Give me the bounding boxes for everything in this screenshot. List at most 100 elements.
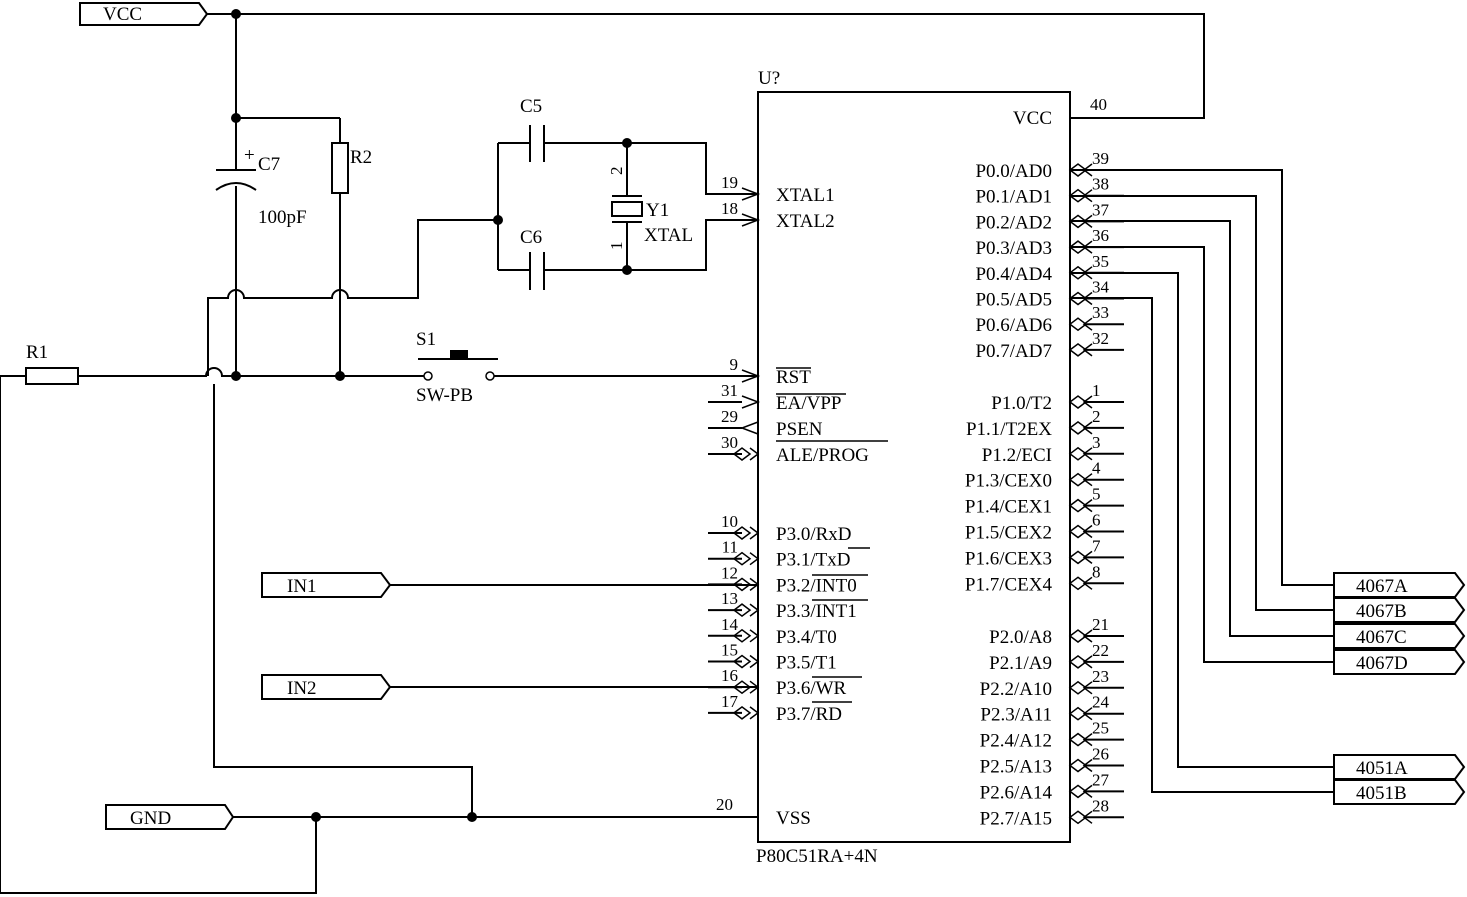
mcu-pins: 19XTAL118XTAL29RST31EA/VPP29PSEN30ALE/PR… bbox=[708, 149, 1124, 829]
pin-label: ALE/PROG bbox=[776, 445, 869, 466]
port-out-label: 4067A bbox=[1356, 576, 1408, 597]
pin-label: P3.2/INT0 bbox=[776, 575, 857, 596]
port-gnd-label: GND bbox=[130, 808, 171, 829]
c7-value: 100pF bbox=[258, 207, 307, 228]
pin-num: 19 bbox=[721, 173, 738, 192]
pin-num: 5 bbox=[1092, 485, 1101, 504]
pin-num: 17 bbox=[721, 692, 739, 711]
pin-label: P3.0/RxD bbox=[776, 524, 852, 545]
port-in2: IN2 bbox=[261, 674, 392, 700]
pin-vss-label: VSS bbox=[776, 808, 811, 829]
pin-right_p1-7: 8P1.7/CEX4 bbox=[965, 562, 1124, 595]
pin-num: 9 bbox=[730, 355, 739, 374]
pin-num: 21 bbox=[1092, 615, 1109, 634]
pin-label: P1.0/T2 bbox=[991, 393, 1052, 414]
port-out-label: 4051B bbox=[1356, 783, 1407, 804]
pin-label: P3.1/TxD bbox=[776, 550, 850, 571]
pin-num: 22 bbox=[1092, 641, 1109, 660]
junction-dots bbox=[231, 9, 632, 822]
c5-label: C5 bbox=[520, 96, 542, 117]
port-out-0: 4067A bbox=[1333, 572, 1466, 598]
resistor-r2: R2 bbox=[331, 142, 372, 194]
pin-label: P1.7/CEX4 bbox=[965, 574, 1053, 595]
pin-right_p1-3: 4P1.3/CEX0 bbox=[965, 459, 1124, 492]
pin-num: 12 bbox=[721, 563, 738, 582]
pin-label: P2.7/A15 bbox=[980, 808, 1052, 829]
port-vcc: VCC bbox=[79, 2, 209, 26]
pin-num: 25 bbox=[1092, 719, 1109, 738]
pin-label: P0.6/AD6 bbox=[975, 315, 1052, 336]
pin-label: P0.1/AD1 bbox=[975, 187, 1052, 208]
pin-num: 27 bbox=[1092, 770, 1110, 789]
pin-label: EA/VPP bbox=[776, 393, 841, 414]
port-in1-label: IN1 bbox=[287, 576, 317, 597]
pin-label: P0.2/AD2 bbox=[975, 212, 1052, 233]
capacitor-c5: C5 bbox=[520, 96, 545, 162]
pin-num: 38 bbox=[1092, 175, 1109, 194]
pin-label: P2.1/A9 bbox=[989, 653, 1052, 674]
pin-num: 4 bbox=[1092, 459, 1101, 478]
port-in1: IN1 bbox=[261, 572, 392, 598]
pin-label: P1.3/CEX0 bbox=[965, 471, 1052, 492]
port-out-3: 4067D bbox=[1333, 649, 1466, 675]
pin-num: 32 bbox=[1092, 329, 1109, 348]
r1-label: R1 bbox=[26, 342, 48, 363]
pin-num: 30 bbox=[721, 433, 738, 452]
crystal-y1: 2 1 Y1 XTAL bbox=[607, 167, 693, 251]
y1-pin2: 2 bbox=[607, 167, 626, 176]
port-in2-label: IN2 bbox=[287, 678, 317, 699]
pin-num: 1 bbox=[1092, 381, 1101, 400]
pin-label: P2.2/A10 bbox=[980, 679, 1052, 700]
y1-label: Y1 bbox=[646, 200, 669, 221]
pin-num: 6 bbox=[1092, 511, 1101, 530]
c6-label: C6 bbox=[520, 227, 542, 248]
port-vcc-label: VCC bbox=[103, 4, 142, 25]
pin-num: 14 bbox=[721, 615, 739, 634]
pin-vcc-label: VCC bbox=[1013, 108, 1052, 129]
pin-label: P3.7/RD bbox=[776, 704, 842, 725]
c7-plus-sign: + bbox=[244, 145, 255, 166]
resistor-r1: R1 bbox=[25, 342, 79, 385]
r2-label: R2 bbox=[350, 147, 372, 168]
pin-num: 31 bbox=[721, 381, 738, 400]
pin-label: P1.6/CEX3 bbox=[965, 548, 1052, 569]
port-out-5: 4051B bbox=[1333, 779, 1466, 805]
pin-num: 3 bbox=[1092, 433, 1101, 452]
pin-num: 28 bbox=[1092, 796, 1109, 815]
port-out-label: 4051A bbox=[1356, 758, 1408, 779]
pin-num: 34 bbox=[1092, 278, 1110, 297]
pin-label: P3.5/T1 bbox=[776, 653, 837, 674]
pin-label: P2.0/A8 bbox=[989, 627, 1052, 648]
pin-num: 15 bbox=[721, 641, 738, 660]
pin-num: 36 bbox=[1092, 226, 1109, 245]
pin-label: P0.3/AD3 bbox=[975, 238, 1052, 259]
pin-num: 2 bbox=[1092, 407, 1101, 426]
pin-right_p1-2: 3P1.2/ECI bbox=[982, 433, 1124, 466]
s1-label: S1 bbox=[416, 329, 436, 350]
s1-type: SW-PB bbox=[416, 385, 473, 406]
pin-label: P0.5/AD5 bbox=[975, 290, 1052, 311]
pin-right_p1-6: 7P1.6/CEX3 bbox=[965, 536, 1124, 569]
pin-vss-num: 20 bbox=[716, 795, 733, 814]
switch-s1: S1 SW-PB bbox=[416, 329, 498, 406]
